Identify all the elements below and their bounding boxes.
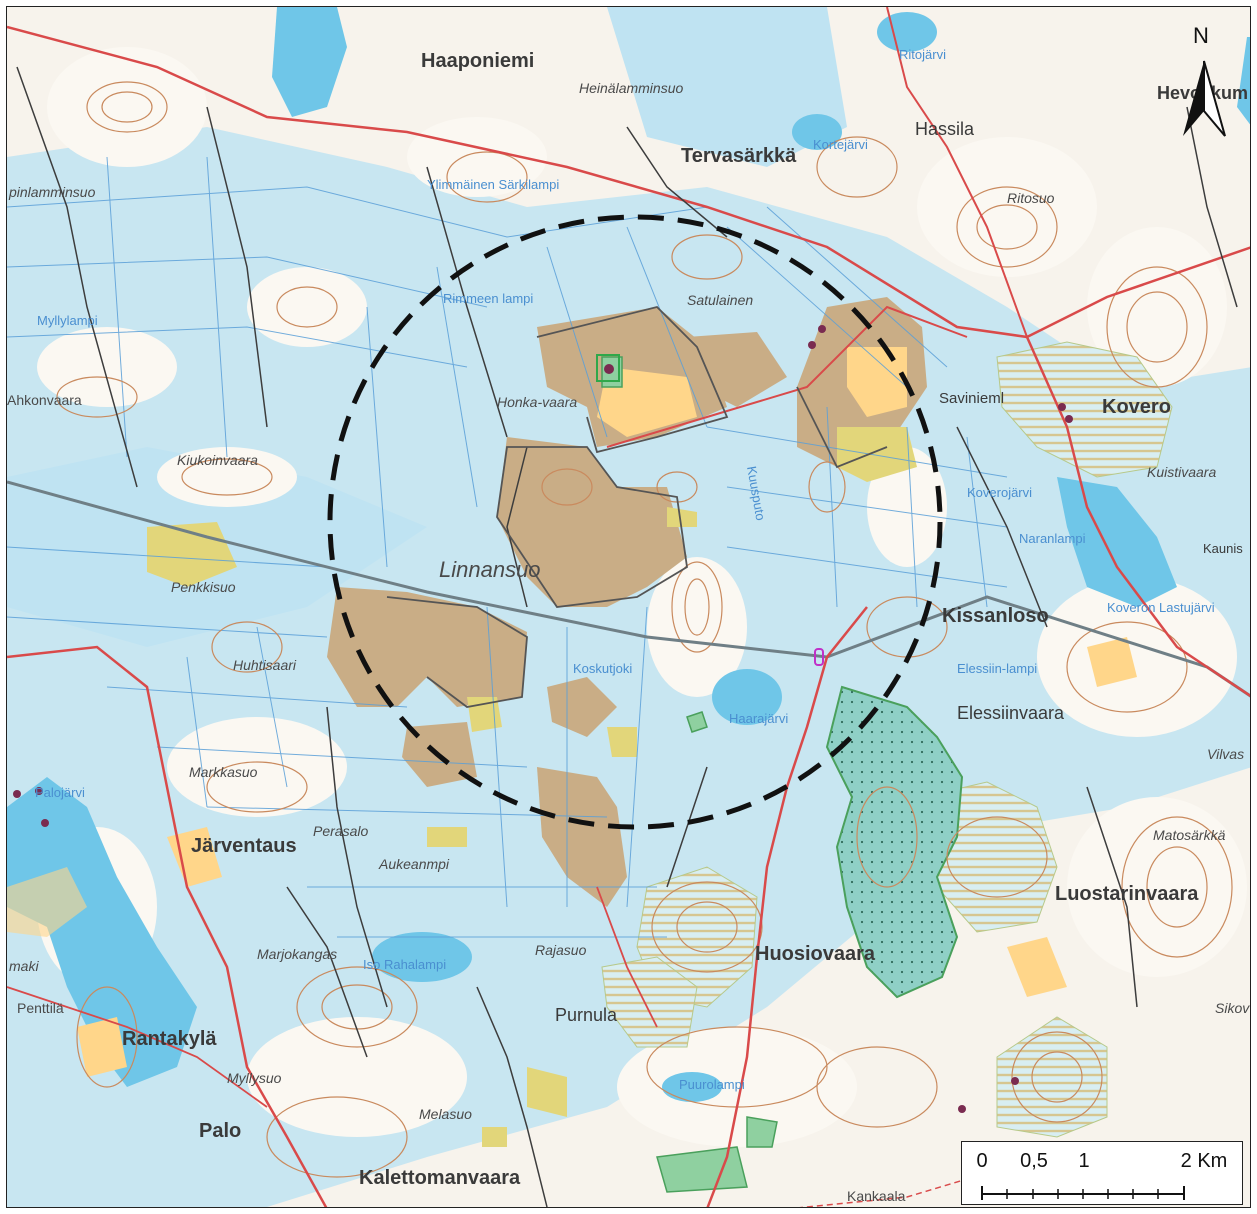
place-palo: Palo xyxy=(199,1120,241,1142)
lakes-layer xyxy=(7,7,1250,1102)
label-kankaala: Kankaala xyxy=(847,1188,906,1204)
peat-outlines xyxy=(386,306,888,708)
magenta-marker xyxy=(814,648,824,666)
label-rajasuo: Rajasuo xyxy=(535,942,587,958)
place-savinieml: Savinieml xyxy=(939,390,1004,407)
water-puurolampi: Puurolampi xyxy=(679,1077,745,1092)
green-square-marker xyxy=(596,354,620,382)
scale-label-05: 0,5 xyxy=(1020,1150,1048,1172)
label-heinalamminsuo: Heinälamminsuo xyxy=(579,80,683,96)
label-penttila: Penttilä xyxy=(17,1000,64,1016)
place-kissanloso: Kissanloso xyxy=(942,605,1049,627)
scale-label-0: 0 xyxy=(976,1150,988,1172)
label-honkavaara: Honka-vaara xyxy=(497,394,577,410)
label-ritosuo: Ritosuo xyxy=(1007,190,1055,206)
label-kiukoinvaara: Kiukoinvaara xyxy=(177,452,258,468)
label-koskutjoki: Koskutjoki xyxy=(573,661,632,676)
label-marjokangas: Marjokangas xyxy=(257,946,337,962)
water-koverojarvi: Koverojärvi xyxy=(967,485,1032,500)
water-labels: Ylimmäinen Särkilampi Kortejärvi Ritojär… xyxy=(35,47,1248,1092)
italic-place-labels: Heinälamminsuo Satulainen Honka-vaara Ki… xyxy=(7,80,1250,1204)
wetland-layer xyxy=(7,7,1250,1207)
place-elessiinvaara: Elessiinvaara xyxy=(957,703,1065,723)
scale-bar-icon xyxy=(981,1186,1185,1200)
label-markkasuo: Markkasuo xyxy=(189,764,258,780)
label-pinlamminsuo: pinlamminsuo xyxy=(8,184,96,200)
water-palojarvi: Palojärvi xyxy=(35,785,85,800)
place-haaponiemi: Haaponiemi xyxy=(421,50,534,72)
label-vilvas: Vilvas xyxy=(1207,746,1244,762)
topographic-map[interactable]: Haaponiemi Tervasärkkä Hassila Kovero Ki… xyxy=(7,7,1251,1208)
drainage-ditches xyxy=(7,156,1008,938)
water-lastujarvi: Koveron Lastujärvi xyxy=(1107,600,1215,615)
meadow-patches xyxy=(147,427,917,1147)
label-penkkisuo: Penkkisuo xyxy=(171,579,236,595)
study-area-circle[interactable] xyxy=(327,214,943,830)
north-label: N xyxy=(1193,23,1209,48)
label-ahkonvaara: Ahkonvaara xyxy=(7,392,82,408)
green-patches xyxy=(601,356,778,1193)
scale-bar-box: 0 0,5 1 2 Km xyxy=(961,1141,1243,1205)
place-purnula: Purnula xyxy=(555,1005,618,1025)
label-maki: maki xyxy=(9,958,39,974)
place-huosiovaara: Huosiovaara xyxy=(755,943,876,965)
place-rantakyla: Rantakylä xyxy=(122,1028,217,1050)
water-ritojarvi: Ritojärvi xyxy=(899,47,946,62)
place-kalettomanvaara: Kalettomanvaara xyxy=(359,1167,521,1189)
scale-label-2km: 2 Km xyxy=(1180,1150,1228,1172)
water-kortejarvi: Kortejärvi xyxy=(813,137,868,152)
place-luostarinvaara: Luostarinvaara xyxy=(1055,883,1199,905)
place-jarventaus: Järventaus xyxy=(191,835,297,857)
place-hassila: Hassila xyxy=(915,119,975,139)
water-isorahalampi: Iso Rahalampi xyxy=(363,957,446,972)
label-matosarkka: Matosärkkä xyxy=(1153,827,1226,843)
place-kovero: Kovero xyxy=(1102,396,1171,418)
water-sarkilampi: Ylimmäinen Särkilampi xyxy=(427,177,559,192)
water-myllylampi: Myllylampi xyxy=(37,313,98,328)
water-rimmeenlampi: Rimmeen lampi xyxy=(443,291,533,306)
label-huhtisaari: Huhtisaari xyxy=(233,657,297,673)
label-perasalo: Perasalo xyxy=(313,823,368,839)
map-frame[interactable]: Haaponiemi Tervasärkkä Hassila Kovero Ki… xyxy=(6,6,1251,1208)
power-line xyxy=(7,480,1250,698)
label-satulainen: Satulainen xyxy=(687,292,753,308)
label-aukeanmpi: Aukeanmpi xyxy=(378,856,450,872)
place-tervasarkka: Tervasärkkä xyxy=(681,145,797,167)
scale-label-1: 1 xyxy=(1078,1150,1090,1172)
bold-place-labels: Haaponiemi Tervasärkkä Hassila Kovero Ki… xyxy=(122,50,1199,1189)
contour-lines xyxy=(56,81,1233,1178)
water-haarajarvi: Haarajärvi xyxy=(729,711,788,726)
label-melasuo: Melasuo xyxy=(419,1106,472,1122)
area-name-linnansuo: Linnansuo xyxy=(439,557,541,582)
label-kuistivaara: Kuistivaara xyxy=(1147,464,1216,480)
water-elessiinlampi: Elessiin-lampi xyxy=(957,661,1037,676)
label-sikov: Sikov xyxy=(1215,1000,1250,1016)
point-markers xyxy=(13,325,1073,1113)
north-arrow-icon xyxy=(1183,60,1226,137)
roads-layer xyxy=(7,7,1250,1207)
label-myllysuo: Myllysuo xyxy=(227,1070,282,1086)
protected-area xyxy=(825,685,964,999)
water-naranlampi: Naranlampi xyxy=(1019,531,1086,546)
tracks-layer xyxy=(16,66,1238,1207)
water-kaunis: Kaunis xyxy=(1203,541,1243,556)
